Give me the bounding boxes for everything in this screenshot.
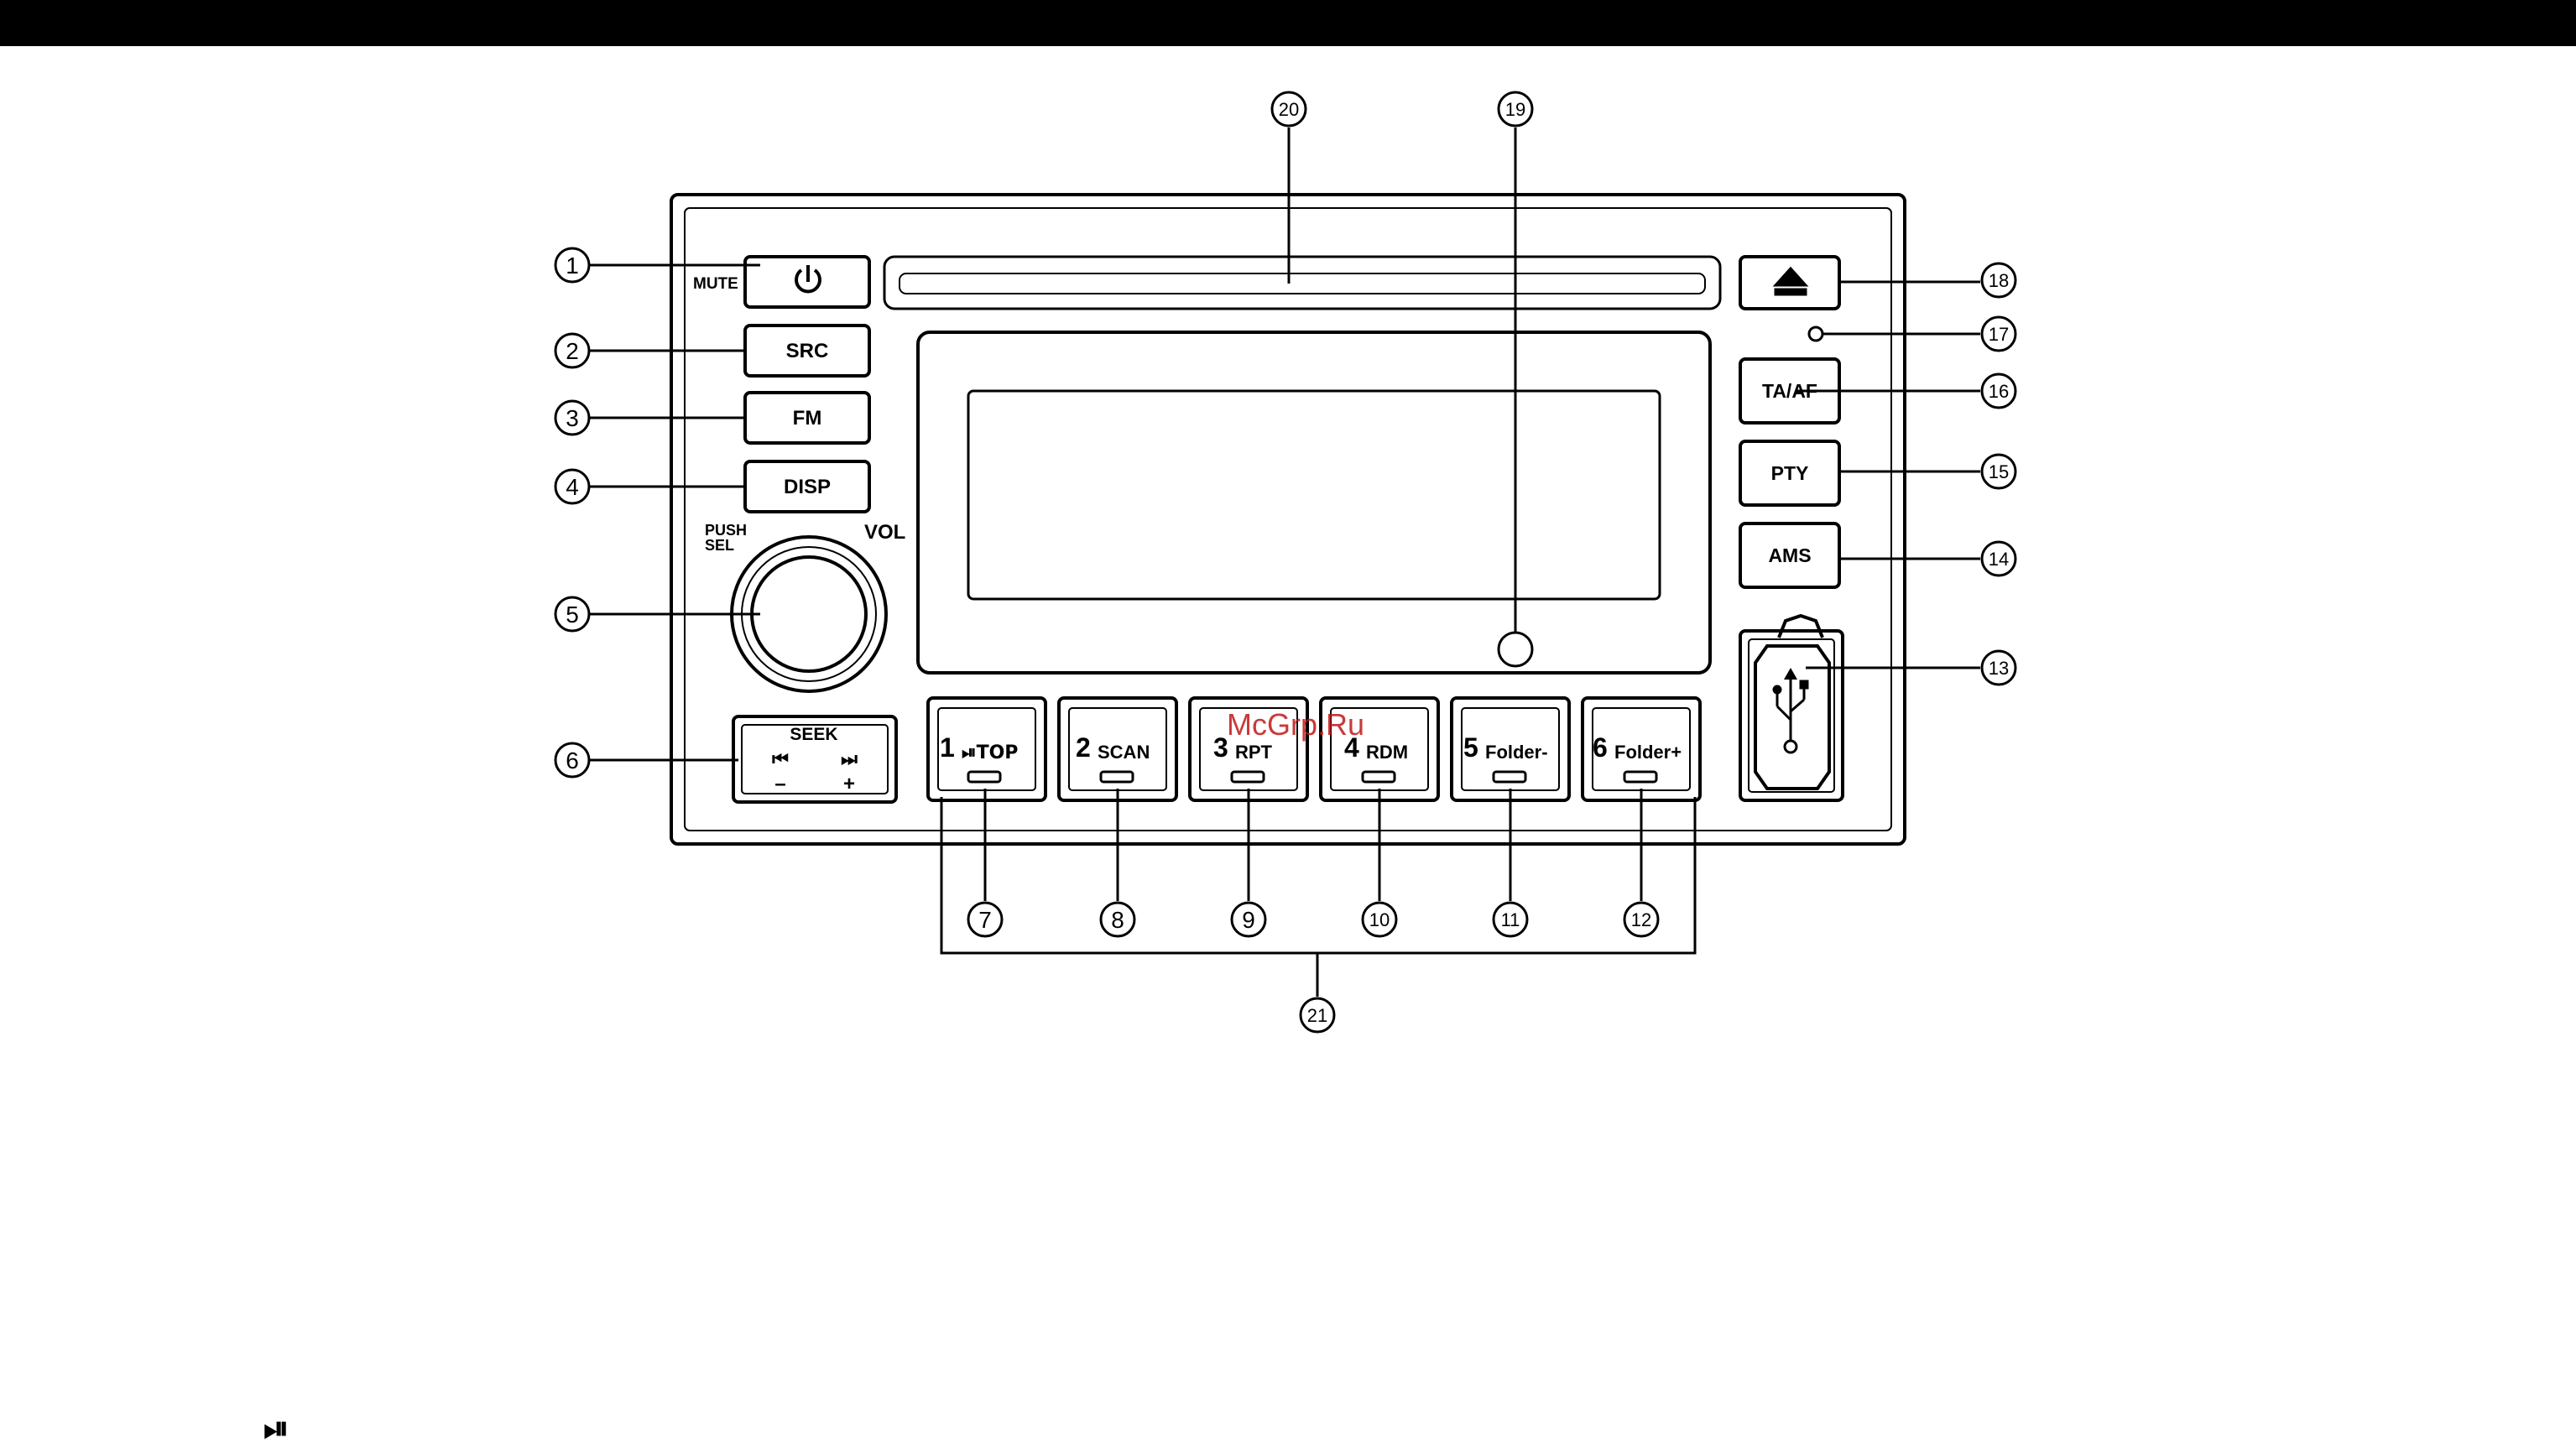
eject-button[interactable]: [1740, 257, 1839, 309]
eject-icon: [1776, 268, 1806, 294]
callout-11: 11: [1501, 909, 1520, 930]
callout-5: 5: [566, 602, 579, 628]
preset-6-number: 6: [1593, 732, 1608, 763]
display-panel: [918, 332, 1710, 673]
callout-16: 16: [1989, 381, 2009, 402]
ams-label: AMS: [1768, 544, 1811, 566]
usb-icon: [1774, 668, 1807, 753]
watermark: McGrp.Ru: [1227, 707, 1364, 742]
mute-label: MUTE: [693, 275, 738, 293]
callout-21: 21: [1307, 1005, 1327, 1026]
callout-18: 18: [1989, 270, 2009, 291]
ir-sensor: [1809, 327, 1822, 341]
callout-2: 2: [566, 338, 579, 364]
callout-12: 12: [1631, 909, 1651, 930]
preset-5-number: 5: [1463, 732, 1478, 763]
preset-4-label: RDM: [1366, 742, 1408, 763]
preset-1-label: ⏯TOP: [962, 742, 1018, 763]
fm-label: FM: [793, 407, 822, 430]
callout-10: 10: [1369, 909, 1390, 930]
seek-prev-icon: ⏮: [772, 749, 789, 770]
seek-label: SEEK: [790, 725, 837, 744]
preset-2-number: 2: [1076, 732, 1091, 763]
sel-label: SEL: [705, 537, 734, 554]
seek-plus-label: +: [843, 773, 855, 795]
power-mute-button[interactable]: [745, 257, 869, 307]
power-icon: [796, 265, 820, 291]
preset-3-label: RPT: [1235, 742, 1273, 763]
disp-label: DISP: [784, 476, 831, 498]
preset-1-number: 1: [940, 732, 955, 763]
callout-4: 4: [566, 474, 579, 500]
preset-6-label: Folder+: [1614, 742, 1682, 763]
ta-af-label: TA/AF: [1762, 380, 1817, 402]
usb-port[interactable]: [1740, 616, 1843, 800]
callout-19: 19: [1505, 99, 1525, 120]
callout-1: 1: [566, 253, 579, 279]
callout-8: 8: [1111, 907, 1124, 933]
seek-minus-label: –: [774, 773, 785, 795]
callout-7: 7: [978, 907, 992, 933]
callout-9: 9: [1242, 907, 1255, 933]
callout-13: 13: [1989, 658, 2009, 679]
preset-2-label: SCAN: [1098, 742, 1150, 763]
seek-next-icon: ⏭: [841, 749, 858, 770]
vol-label: VOL: [864, 521, 905, 544]
callout-20: 20: [1279, 99, 1299, 120]
play-pause-icon: ⏯: [263, 1409, 289, 1447]
callout-3: 3: [566, 405, 579, 431]
callout-6: 6: [566, 747, 579, 773]
callout-15: 15: [1989, 461, 2009, 482]
src-label: SRC: [786, 340, 829, 362]
callout-14: 14: [1989, 549, 2009, 570]
preset-5-label: Folder-: [1485, 742, 1548, 763]
push-label: PUSH: [705, 522, 747, 539]
callout-17: 17: [1989, 324, 2009, 345]
cd-slot[interactable]: [884, 257, 1720, 309]
pty-label: PTY: [1771, 462, 1809, 484]
reset-hole[interactable]: [1499, 633, 1532, 666]
